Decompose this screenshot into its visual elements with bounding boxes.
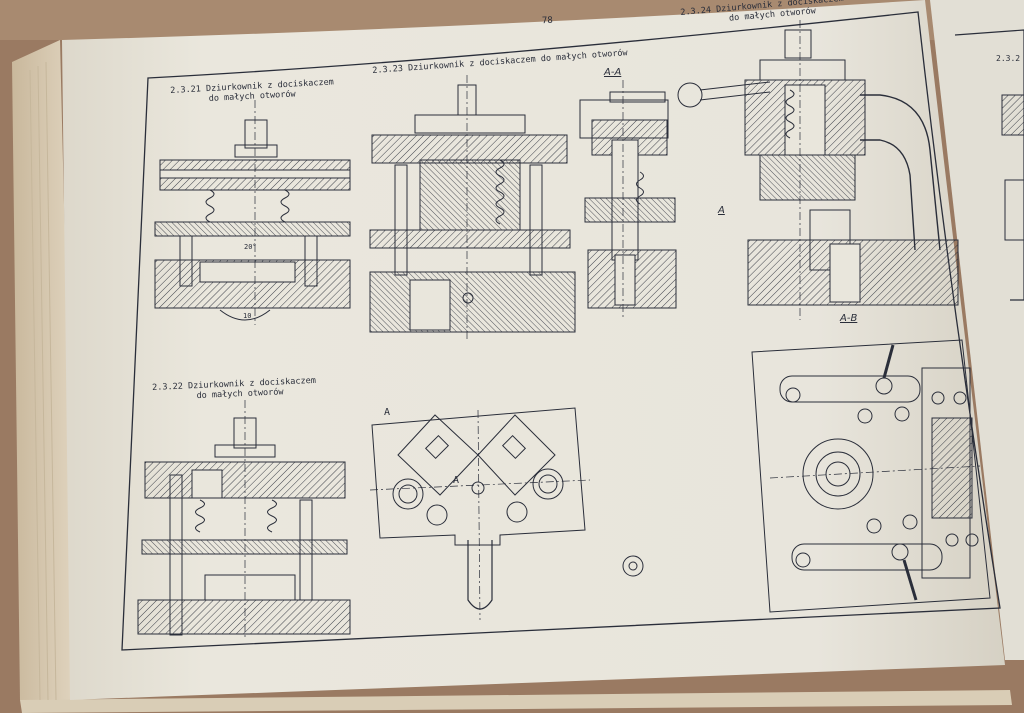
section-label-a-plan: A: [453, 475, 460, 486]
drawing-section-aa: [579, 80, 677, 320]
drawing-section-ab: [751, 339, 991, 613]
section-label-aa: A-A: [604, 67, 622, 78]
drawing-press-2-3-22: [137, 400, 351, 640]
right-page-caption-fragment: 2.3.2: [996, 54, 1021, 63]
section-label-a-arrow: A: [384, 407, 391, 418]
dimension-angle-large: 10: [243, 312, 252, 320]
drawing-press-2-3-21: [154, 100, 351, 325]
right-page-fragment: [930, 0, 1024, 660]
section-label-a-top: A: [718, 205, 725, 216]
drawing-plan-view: [369, 407, 644, 621]
page-edges: [12, 40, 1012, 713]
section-label-ab: A-B: [840, 313, 858, 324]
drawing-frame: [121, 11, 1001, 651]
page-number: 78: [541, 15, 554, 27]
caption-number: 2.3.23: [372, 63, 404, 76]
dimension-angle-small: 20°: [244, 243, 257, 251]
drawing-assembly-2-3-24: [677, 20, 959, 320]
drawing-press-2-3-23: [369, 75, 576, 340]
